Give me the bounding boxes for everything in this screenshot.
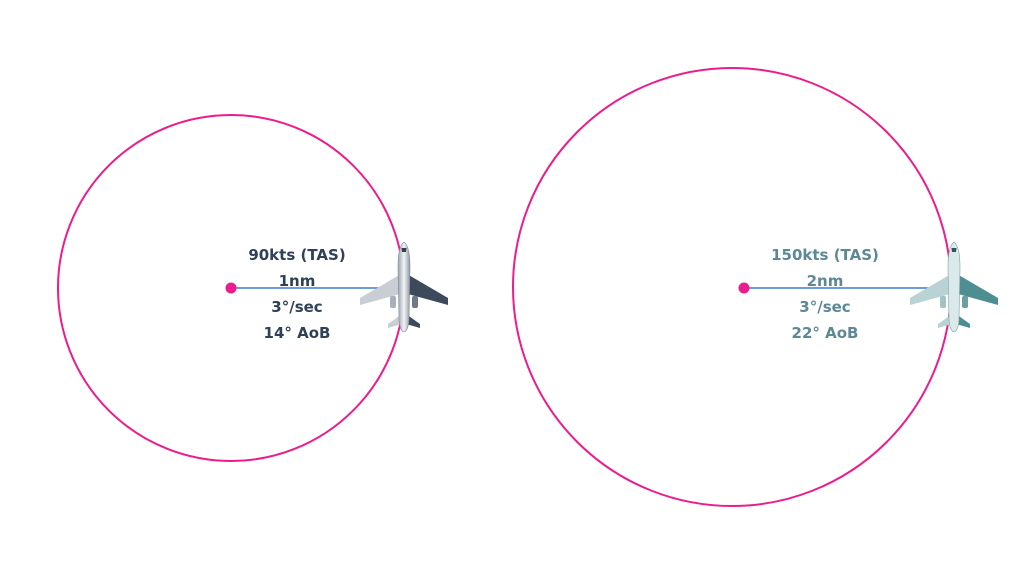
radius-label: 1nm — [278, 272, 316, 290]
airplane-top-view-icon — [910, 241, 998, 333]
rate-label: 3°/sec — [799, 298, 851, 316]
right-center-dot — [738, 282, 750, 294]
speed-label: 90kts (TAS) — [248, 246, 346, 264]
left-center-dot — [225, 282, 237, 294]
left-turn-labels: 90kts (TAS) 1nm 3°/sec 14° AoB — [207, 242, 387, 346]
bank-label: 14° AoB — [263, 324, 331, 342]
speed-label: 150kts (TAS) — [771, 246, 879, 264]
radius-label: 2nm — [806, 272, 844, 290]
bank-label: 22° AoB — [791, 324, 859, 342]
rate-label: 3°/sec — [271, 298, 323, 316]
airplane-top-view-icon — [360, 241, 448, 333]
right-turn-labels: 150kts (TAS) 2nm 3°/sec 22° AoB — [735, 242, 915, 346]
right-turn-group — [512, 67, 998, 507]
left-turn-group — [57, 114, 448, 462]
